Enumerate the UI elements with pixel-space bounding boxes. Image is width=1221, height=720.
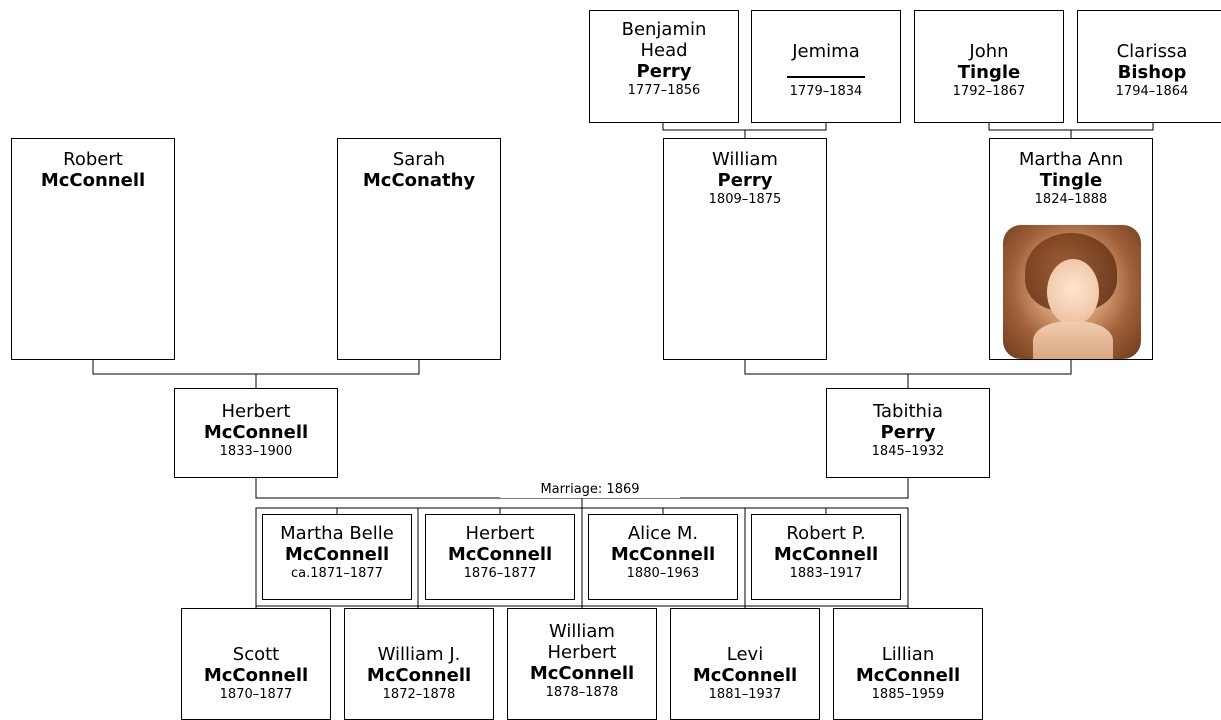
given-name: Herbert [221,401,291,422]
person-card-herbert-mcconnell-sr[interactable]: Herbert McConnell 1833–1900 [174,388,338,478]
surname: McConnell [447,544,553,565]
life-dates: 1878–1878 [545,685,619,700]
person-card-herbert-mcconnell-jr[interactable]: Herbert McConnell 1876–1877 [425,514,575,600]
given-name: Alice M. [627,523,699,544]
surname: Tingle [1039,170,1103,191]
life-dates: 1870–1877 [219,687,293,702]
portrait-neck [1033,321,1113,359]
given-name: Martha Belle [280,523,394,544]
person-card-benjamin-perry[interactable]: Benjamin Head Perry 1777–1856 [589,10,739,123]
surname: Perry [636,61,692,82]
portrait-face [1047,259,1099,325]
life-dates: ca.1871–1877 [291,566,383,581]
surname: McConathy [362,170,476,191]
portrait-photo[interactable] [1003,225,1141,359]
given-name: Martha Ann [1018,149,1124,170]
given-name: John [969,41,1009,62]
person-card-sarah-mcconathy[interactable]: Sarah McConathy [337,138,501,360]
life-dates: 1777–1856 [627,83,701,98]
life-dates: 1794–1864 [1115,84,1189,99]
surname-blank-line [787,62,865,78]
surname: McConnell [773,544,879,565]
life-dates: 1872–1878 [382,687,456,702]
surname: Tingle [957,62,1021,83]
given-name: William [712,149,778,170]
person-card-william-perry[interactable]: William Perry 1809–1875 [663,138,827,360]
given-name: Robert P. [786,523,866,544]
person-card-scott-mcconnell[interactable]: Scott McConnell 1870–1877 [181,608,331,720]
surname: McConnell [203,422,309,443]
given-name: William Herbert [547,621,617,663]
surname: Perry [880,422,936,443]
given-name: Herbert [465,523,535,544]
person-card-william-herbert-mcconnell[interactable]: William Herbert McConnell 1878–1878 [507,608,657,720]
person-card-william-j-mcconnell[interactable]: William J. McConnell 1872–1878 [344,608,494,720]
life-dates: 1792–1867 [952,84,1026,99]
life-dates: 1779–1834 [789,84,863,99]
person-card-robert-mcconnell[interactable]: Robert McConnell [11,138,175,360]
person-card-levi-mcconnell[interactable]: Levi McConnell 1881–1937 [670,608,820,720]
given-name: William J. [377,644,461,665]
life-dates: 1833–1900 [219,444,293,459]
given-name: Lillian [881,644,935,665]
life-dates: 1824–1888 [1034,192,1108,207]
given-name: Robert [63,149,123,170]
surname: McConnell [40,170,146,191]
surname: McConnell [529,663,635,684]
surname: Bishop [1117,62,1187,83]
life-dates: 1883–1917 [789,566,863,581]
given-name: Levi [726,644,764,665]
given-name: Scott [232,644,280,665]
surname: McConnell [692,665,798,686]
surname: McConnell [366,665,472,686]
life-dates: 1876–1877 [463,566,537,581]
given-name: Jemima [792,41,860,62]
person-card-martha-ann-tingle[interactable]: Martha Ann Tingle 1824–1888 [989,138,1153,360]
surname: McConnell [855,665,961,686]
person-card-clarissa-bishop[interactable]: Clarissa Bishop 1794–1864 [1077,10,1221,123]
life-dates: 1809–1875 [708,192,782,207]
person-card-lillian-mcconnell[interactable]: Lillian McConnell 1885–1959 [833,608,983,720]
person-card-martha-belle-mcconnell[interactable]: Martha Belle McConnell ca.1871–1877 [262,514,412,600]
person-card-alice-mcconnell[interactable]: Alice M. McConnell 1880–1963 [588,514,738,600]
marriage-label: Marriage: 1869 [500,482,680,498]
surname-unknown [752,62,900,83]
given-name: Benjamin Head [621,19,707,61]
surname: McConnell [610,544,716,565]
person-card-robert-p-mcconnell[interactable]: Robert P. McConnell 1883–1917 [751,514,901,600]
surname: McConnell [203,665,309,686]
surname: McConnell [284,544,390,565]
person-card-tabithia-perry[interactable]: Tabithia Perry 1845–1932 [826,388,990,478]
person-card-jemima[interactable]: Jemima 1779–1834 [751,10,901,123]
life-dates: 1880–1963 [626,566,700,581]
life-dates: 1885–1959 [871,687,945,702]
life-dates: 1881–1937 [708,687,782,702]
life-dates: 1845–1932 [871,444,945,459]
given-name: Clarissa [1116,41,1188,62]
given-name: Sarah [392,149,446,170]
person-card-john-tingle[interactable]: John Tingle 1792–1867 [914,10,1064,123]
given-name: Tabithia [873,401,943,422]
surname: Perry [717,170,773,191]
